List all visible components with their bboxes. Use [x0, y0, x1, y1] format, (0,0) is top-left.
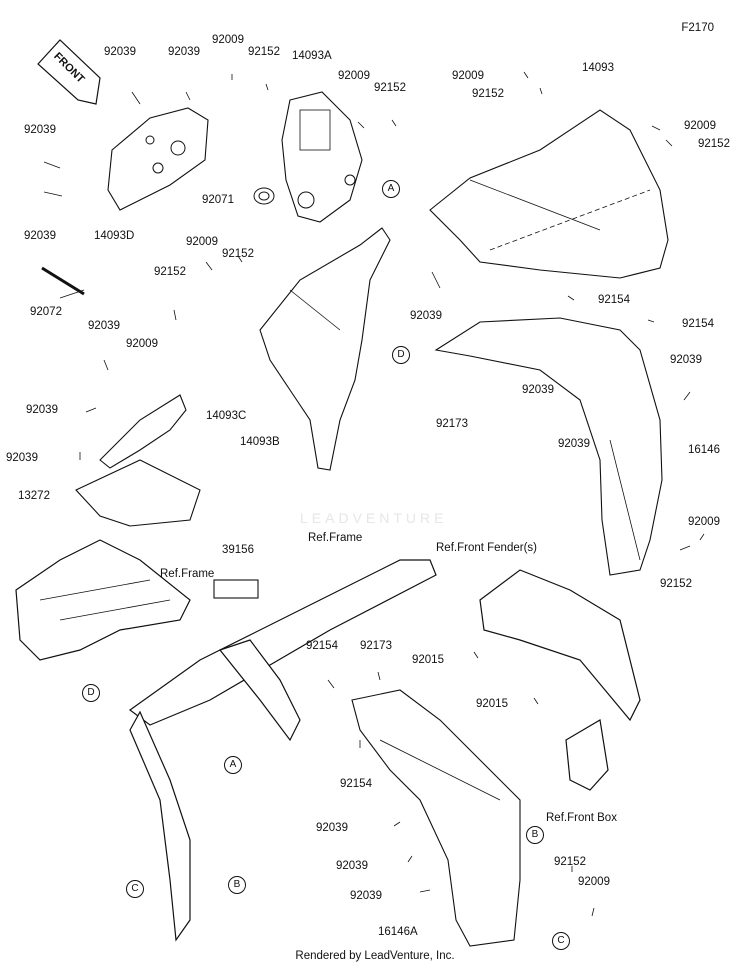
bracket-14093c	[99, 394, 187, 469]
part-label: 92009	[684, 120, 716, 132]
part-label: 92009	[126, 338, 158, 350]
ref-front-box	[565, 719, 609, 791]
ref-front-fender	[479, 569, 641, 722]
part-label: 92154	[682, 318, 714, 330]
bracket-14093b	[259, 227, 391, 471]
part-label: 92173	[436, 418, 468, 430]
part-label: 13272	[18, 490, 50, 502]
part-label: 92072	[30, 306, 62, 318]
leader-lines	[43, 71, 705, 917]
part-label: 92152	[554, 856, 586, 868]
part-label: 16146	[688, 444, 720, 456]
grommet-92071	[253, 187, 275, 205]
part-label: 14093D	[94, 230, 135, 242]
part-label: 92152	[472, 88, 504, 100]
part-label: 92039	[88, 320, 120, 332]
part-label: 92039	[26, 404, 58, 416]
part-label: 14093	[582, 62, 614, 74]
part-label: 92009	[578, 876, 610, 888]
pad-13272	[75, 459, 201, 527]
ref-frame-main	[128, 559, 437, 942]
part-label: 92009	[338, 70, 370, 82]
part-label: 16146A	[378, 926, 418, 938]
part-label: 92039	[168, 46, 200, 58]
part-label: 92154	[340, 778, 372, 790]
callout-d-upper: D	[392, 346, 410, 364]
callout-a-lower: A	[224, 756, 242, 774]
watermark: LEADVENTURE	[300, 510, 448, 526]
callout-d-lower: D	[82, 684, 100, 702]
part-label: 14093B	[240, 436, 280, 448]
part-label: 92039	[6, 452, 38, 464]
part-label: 39156	[222, 544, 254, 556]
part-label: 92154	[598, 294, 630, 306]
callout-b-fender: B	[526, 826, 544, 844]
part-label: 92039	[670, 354, 702, 366]
fender-16146	[434, 317, 663, 576]
part-label: 92152	[222, 248, 254, 260]
part-label: 14093A	[292, 50, 332, 62]
part-label: 92039	[410, 310, 442, 322]
part-label: 92039	[316, 822, 348, 834]
diagram-id: F2170	[681, 22, 714, 34]
part-label: 92015	[476, 698, 508, 710]
part-label: 92152	[660, 578, 692, 590]
ref-label: Ref.Front Fender(s)	[436, 542, 537, 554]
part-label: 92173	[360, 640, 392, 652]
part-label: 92039	[558, 438, 590, 450]
ref-frame-left	[15, 539, 191, 661]
callout-c-fender: C	[552, 932, 570, 950]
panel-14093d	[107, 107, 209, 211]
bracket-14093a	[281, 91, 363, 223]
front-arrow-icon	[37, 39, 101, 105]
ref-label: Ref.Frame	[160, 568, 215, 580]
part-label: 92154	[306, 640, 338, 652]
part-label: 92039	[24, 124, 56, 136]
part-label: 92152	[248, 46, 280, 58]
part-label: 92152	[154, 266, 186, 278]
fender-16146a	[351, 689, 521, 947]
part-label: 14093C	[206, 410, 247, 422]
cover-14093	[429, 109, 669, 279]
part-label: 92039	[522, 384, 554, 396]
ref-label: Ref.Front Box	[546, 812, 617, 824]
part-label: 92039	[24, 230, 56, 242]
pad-39156	[213, 579, 259, 599]
callout-a-upper: A	[382, 180, 400, 198]
part-label: 92009	[688, 516, 720, 528]
credit-line: Rendered by LeadVenture, Inc.	[295, 950, 455, 962]
part-label: 92071	[202, 194, 234, 206]
part-label: 92039	[104, 46, 136, 58]
part-label: 92152	[374, 82, 406, 94]
part-label: 92015	[412, 654, 444, 666]
part-label: 92009	[186, 236, 218, 248]
callout-b-frame: B	[228, 876, 246, 894]
callout-c-frame: C	[126, 880, 144, 898]
part-label: 92039	[350, 890, 382, 902]
part-label: 92009	[212, 34, 244, 46]
part-label: 92009	[452, 70, 484, 82]
part-label: 92152	[698, 138, 730, 150]
part-label: 92039	[336, 860, 368, 872]
ref-label: Ref.Frame	[308, 532, 363, 544]
